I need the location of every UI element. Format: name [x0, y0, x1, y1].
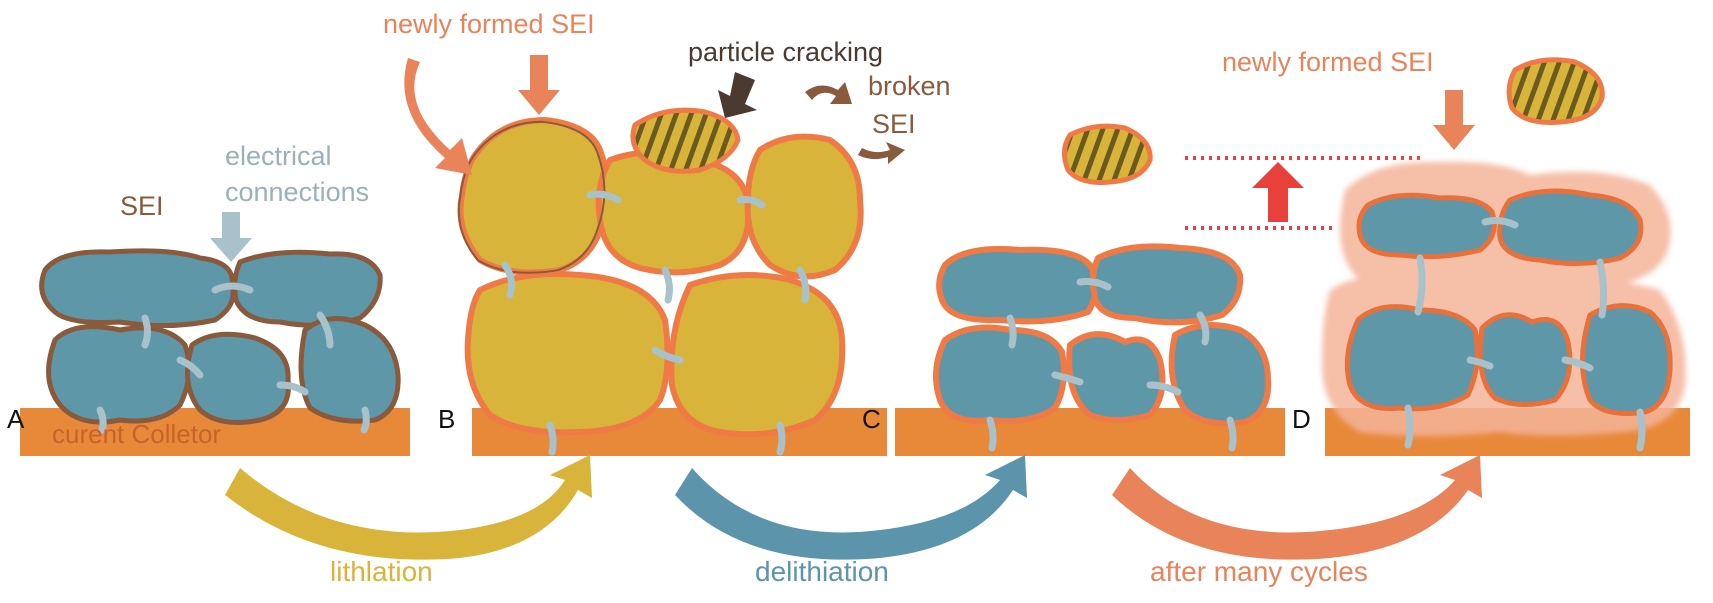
- sei-label: SEI: [120, 191, 164, 221]
- broken-sei-label-line1: broken: [868, 71, 951, 101]
- broken-sei-label-line2: SEI: [872, 109, 916, 139]
- electrical-connections-label-line1: electrical: [225, 141, 332, 171]
- panel-c-fragment: [1062, 123, 1153, 185]
- panel-b-particles: [457, 117, 864, 438]
- current-collector-label: curent Colletor: [52, 419, 222, 449]
- particle-cracking-label: particle cracking: [688, 37, 884, 67]
- panel-b-inner-sei: [457, 120, 606, 274]
- panel-label-d: D: [1292, 404, 1311, 434]
- panel-label-b: B: [438, 404, 456, 434]
- electrical-connections-label-line2: connections: [225, 177, 370, 207]
- panel-a-particles: [39, 248, 401, 425]
- process-label-delithiation: delithiation: [755, 556, 889, 587]
- panel-d-fragment: [1506, 57, 1605, 125]
- panel-c-connections: [986, 278, 1237, 452]
- panel-label-c: C: [862, 404, 881, 434]
- panel-d-particles: [1344, 188, 1673, 416]
- newly-formed-sei-label-b: newly formed SEI: [383, 9, 595, 39]
- panel-b-connections: [501, 190, 810, 456]
- panel-b-cracked-fragment: [630, 107, 741, 174]
- process-label-lithiation: lithlation: [330, 556, 433, 587]
- panel-c-particles: [933, 243, 1272, 427]
- panel-d-connections: [1404, 217, 1646, 452]
- process-arrow-delithiation: [675, 455, 1027, 560]
- newly-formed-sei-label-d: newly formed SEI: [1222, 47, 1434, 77]
- process-arrow-after-cycles: [1112, 455, 1482, 560]
- process-arrow-lithiation: [225, 455, 592, 560]
- panel-label-a: A: [7, 404, 25, 434]
- process-label-after-cycles: after many cycles: [1150, 556, 1368, 587]
- expansion-indicator: [1185, 156, 1425, 230]
- panel-a-connections: [96, 282, 370, 434]
- annotation-arrows: [210, 55, 1475, 262]
